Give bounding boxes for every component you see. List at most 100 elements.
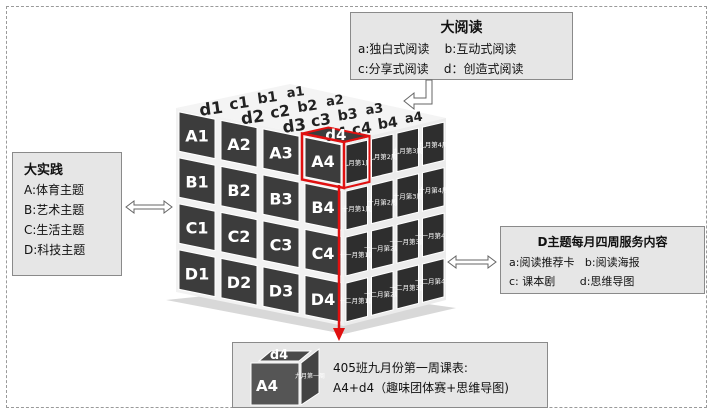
- front-face-cell: [304, 182, 342, 231]
- mini-cube-top-label: d4: [270, 348, 288, 363]
- top-face-label: a3: [365, 101, 385, 118]
- side-face-label: 十一月第4周: [415, 231, 452, 240]
- schedule-line-1: 405班九月份第一周课表:: [333, 361, 468, 375]
- front-face-cell: [262, 174, 300, 223]
- side-face-cell: [371, 133, 394, 179]
- front-face-cell: [304, 274, 342, 323]
- practice-item: B:艺术主题: [24, 203, 85, 217]
- pointer-arrow-head-icon: [333, 328, 345, 341]
- front-face-cell: [220, 165, 258, 214]
- side-face-cell: [345, 185, 368, 231]
- top-face-label: b1: [256, 89, 278, 108]
- top-face-label: c3: [310, 110, 332, 131]
- front-face-cell: [262, 266, 300, 315]
- side-face-label: 十一月第1周: [338, 250, 375, 259]
- front-face-label: D2: [227, 273, 251, 292]
- side-face-cell: [345, 139, 368, 185]
- side-face-label: 十一月第2周: [364, 244, 401, 253]
- side-face-label: 九月第2周: [367, 152, 397, 161]
- side-face-cell: [345, 277, 368, 323]
- front-face-cell: [262, 128, 300, 177]
- service-panel-line: c: 课本剧 d:思维导图: [509, 275, 635, 288]
- side-face-cell: [396, 218, 419, 264]
- front-face-label: C2: [228, 227, 251, 246]
- top-face-label: d2: [240, 106, 266, 128]
- practice-item: C:生活主题: [24, 223, 85, 237]
- side-face-label: 十月第2周: [367, 198, 397, 207]
- top-face-label: b4: [377, 114, 399, 133]
- side-face-label: 十二月第4周: [415, 277, 452, 286]
- mini-cube-side-label: 九月第一周: [295, 372, 325, 380]
- side-face-cell: [345, 231, 368, 277]
- reading-panel: 大阅读 a:独白式阅读 b:互动式阅读 c:分享式阅读 d：创造式阅读: [350, 12, 573, 80]
- front-face-cell: [262, 220, 300, 269]
- top-face-label: d1: [198, 98, 224, 120]
- practice-item: D:科技主题: [24, 243, 86, 257]
- practice-item: A:体育主题: [24, 183, 85, 197]
- highlight-front-cell: [300, 131, 346, 190]
- reading-panel-line: c:分享式阅读 d：创造式阅读: [358, 62, 524, 76]
- front-face-label: A3: [269, 143, 293, 162]
- front-face-cell: [178, 249, 216, 298]
- top-face-label: a2: [325, 93, 345, 110]
- side-face-label: 十二月第3周: [389, 283, 426, 292]
- front-face-cell: [220, 211, 258, 260]
- front-face-label: D1: [185, 264, 209, 283]
- front-face-label: A2: [227, 135, 251, 154]
- side-face-label: 九月第4周: [418, 140, 448, 149]
- front-face-label: A4: [311, 152, 335, 171]
- front-face-label: A1: [185, 126, 209, 145]
- front-face-label: C4: [312, 244, 335, 263]
- side-face-label: 十一月第3周: [389, 237, 426, 246]
- reading-panel-title: 大阅读: [440, 20, 483, 36]
- mini-cube-icon: d4 A4 九月第一周: [250, 347, 325, 406]
- front-face-cell: [304, 228, 342, 277]
- side-face-label: 十月第4周: [418, 185, 448, 194]
- service-panel-title: D主题每月四周服务内容: [537, 235, 668, 249]
- cube-top-face: [176, 84, 446, 142]
- side-face-cell: [396, 127, 419, 173]
- service-panel: D主题每月四周服务内容 a:阅读推荐卡 b:阅读海报 c: 课本剧 d:思维导图: [500, 226, 705, 294]
- side-face-cell: [422, 258, 445, 303]
- side-face-cell: [422, 166, 445, 212]
- front-face-label: B1: [185, 172, 208, 191]
- front-face-cell: [220, 257, 258, 306]
- mini-cube-front-label: A4: [256, 377, 278, 395]
- side-face-label: 十二月第1周: [338, 296, 375, 305]
- schedule-panel: d4 A4 九月第一周 405班九月份第一周课表: A4+d4（趣味团体赛+思维…: [232, 342, 548, 408]
- practice-panel: 大实践 A:体育主题 B:艺术主题 C:生活主题 D:科技主题: [12, 152, 122, 276]
- side-face-cell: [371, 270, 394, 316]
- front-face-label: C3: [270, 235, 293, 254]
- front-face-cell: [178, 111, 216, 160]
- front-face-cell: [304, 136, 342, 185]
- side-face-cell: [422, 121, 445, 167]
- front-face-cell: [220, 119, 258, 168]
- front-face-label: C1: [186, 218, 209, 237]
- side-face-label: 十月第3周: [393, 192, 423, 201]
- front-face-label: B2: [227, 181, 250, 200]
- front-face-cell: [178, 203, 216, 252]
- side-face-label: 十月第1周: [342, 204, 372, 213]
- front-face-cell: [178, 157, 216, 206]
- side-face-cell: [396, 264, 419, 310]
- side-face-label: 十二月第2周: [364, 289, 401, 298]
- top-face-label: b2: [297, 97, 319, 116]
- top-face-label: c1: [228, 93, 250, 114]
- side-face-label: 九月第3周: [393, 146, 423, 155]
- side-face-cell: [371, 179, 394, 225]
- top-face-label: b3: [337, 106, 359, 125]
- top-face-label: a4: [404, 110, 424, 127]
- practice-panel-title: 大实践: [24, 163, 64, 178]
- schedule-line-2: A4+d4（趣味团体赛+思维导图): [333, 381, 509, 395]
- service-panel-line: a:阅读推荐卡 b:阅读海报: [509, 256, 640, 269]
- front-face-label: B4: [311, 198, 334, 217]
- front-face-label: B3: [269, 189, 292, 208]
- top-face-label: a1: [286, 84, 306, 101]
- reading-panel-line: a:独白式阅读 b:互动式阅读: [358, 42, 517, 56]
- top-face-label: d3: [281, 115, 307, 137]
- front-face-label: D3: [269, 281, 293, 300]
- top-face-label: c2: [269, 102, 291, 123]
- side-face-label: 九月第1周: [342, 158, 372, 167]
- front-face-label: D4: [311, 290, 335, 309]
